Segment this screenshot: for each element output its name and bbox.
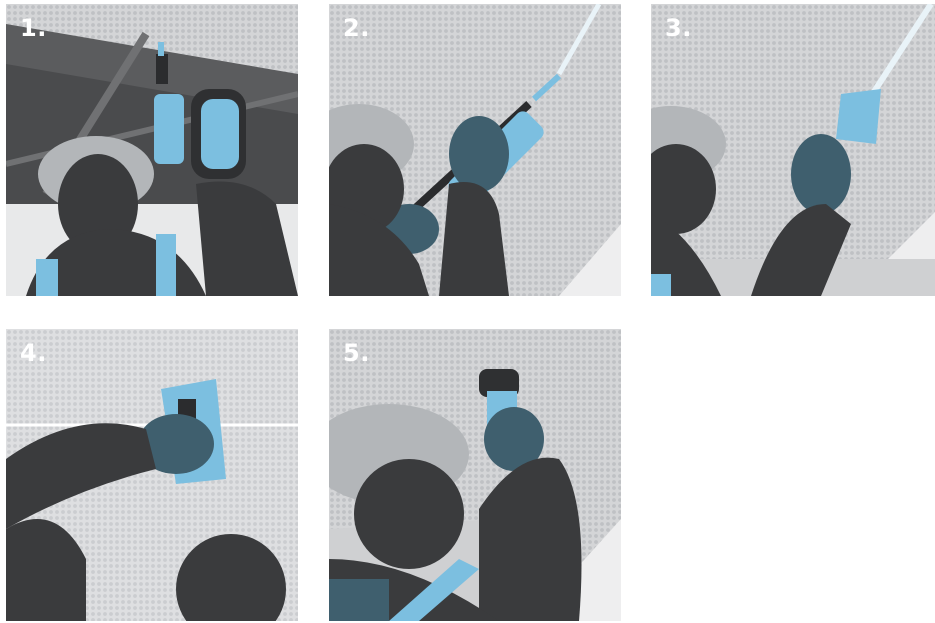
- step-1-illustration: [6, 4, 298, 296]
- step-3-illustration: [651, 4, 935, 296]
- step-panel-1: 1.: [6, 4, 298, 296]
- step-number: 3.: [665, 16, 692, 40]
- step-number: 1.: [20, 16, 47, 40]
- step-5-illustration: [329, 329, 621, 621]
- step-panel-4: 4.: [6, 329, 298, 621]
- step-number: 5.: [343, 341, 370, 365]
- step-panel-5: 5.: [329, 329, 621, 621]
- step-panel-3: 3.: [651, 4, 935, 296]
- step-2-illustration: [329, 4, 621, 296]
- step-number: 2.: [343, 16, 370, 40]
- step-number: 4.: [20, 341, 47, 365]
- step-panel-2: 2.: [329, 4, 621, 296]
- step-4-illustration: [6, 329, 298, 621]
